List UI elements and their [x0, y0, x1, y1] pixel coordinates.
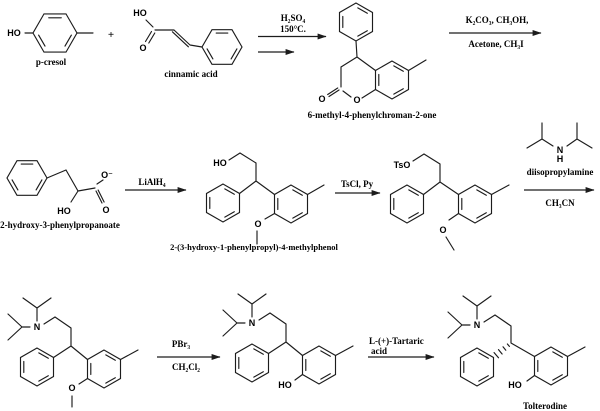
- atom-label-o: O: [439, 225, 446, 235]
- reagent-diisopropylamine-label: diisopropylamine: [527, 167, 594, 177]
- compound-p-cresol: HO p-cresol: [7, 13, 94, 67]
- benzene-ring: [32, 13, 78, 53]
- stereo-hash-bond: [493, 343, 510, 359]
- compound-chromanone: O O 6-methyl-4-phenylchroman-2-one: [308, 2, 437, 120]
- phenyl-ring: [234, 343, 270, 383]
- compound-tosylate: TsO O: [389, 153, 510, 251]
- aryl-ring: [301, 345, 337, 385]
- bonds: [526, 122, 593, 149]
- atom-label-ho: HO: [278, 380, 292, 390]
- atom-label-ho: HO: [7, 28, 21, 38]
- aryl-ring: [533, 346, 569, 386]
- step3-arrow: LiAlH₄: [125, 177, 187, 193]
- atom-label-h: H: [557, 154, 564, 164]
- phenyl-ring: [205, 183, 241, 223]
- reagent-ch3cn: CH₃CN: [545, 198, 575, 208]
- atom-label-ho: HO: [213, 158, 227, 168]
- atom-label-o-minus: O⁻: [101, 170, 113, 180]
- atom-label-o: O: [254, 219, 261, 229]
- atom-label-o: O: [102, 205, 109, 215]
- bonds: [46, 169, 105, 204]
- step2-arrow: K₂CO₃, CH₃OH, Acetone, CH₃I: [449, 15, 542, 49]
- plus-sign: +: [108, 29, 114, 41]
- reagent-ch2cl2: CH₂Cl₂: [172, 362, 200, 372]
- atom-label-n: N: [34, 322, 41, 332]
- atom-label-ho: HO: [57, 206, 71, 216]
- atom-label-o: O: [139, 43, 146, 53]
- compound-label-p-cresol: p-cresol: [36, 57, 67, 67]
- compound-label-phenol-product: 2-(3-hydroxy-1-phenylpropyl)-4-methylphe…: [170, 242, 338, 252]
- aryl-ring: [273, 184, 309, 224]
- step7-arrow: L-(+)-Tartaric acid: [368, 336, 435, 360]
- step5-arrow: diisopropylamine CH₃CN: [524, 167, 595, 208]
- bonds: [228, 152, 325, 245]
- reagent-k2co3: K₂CO₃, CH₃OH,: [466, 15, 529, 25]
- compound-phenol-product: HO O 2-(3-hydroxy-1-phenylpropyl)-4-meth…: [170, 152, 339, 252]
- benzene-ring: [201, 29, 243, 65]
- bonds: [327, 40, 427, 99]
- compound-cinnamic-acid: HO O cinnamic acid: [133, 8, 243, 79]
- reagent-tscl-py: TsCl, Py: [341, 179, 374, 189]
- benzo-ring: [374, 60, 410, 100]
- step4-arrow: TsCl, Py: [335, 179, 381, 196]
- reagent-h2so4: H₂SO₄: [281, 13, 306, 23]
- compound-label-cinnamic-acid: cinnamic acid: [164, 69, 217, 79]
- reagent-150c: 150°C.: [280, 24, 306, 34]
- bonds: [7, 297, 139, 408]
- atom-label-n: N: [557, 145, 564, 155]
- reagent-acid: acid: [371, 346, 387, 356]
- atom-label-ho: HO: [508, 380, 522, 390]
- compound-label-propanoate: 2-hydroxy-3-phenylpropanoate: [0, 220, 120, 230]
- reagent-acetone: Acetone, CH₃I: [468, 39, 524, 49]
- compound-tolterodine: N HO Tolterodine: [447, 295, 586, 411]
- step1-arrow: H₂SO₄ 150°C.: [258, 13, 327, 55]
- phenyl-ring: [338, 2, 374, 42]
- compound-racemic-phenol-amine: N HO: [222, 293, 354, 390]
- atom-label-ho: HO: [133, 8, 147, 18]
- phenyl-ring: [389, 184, 425, 224]
- compound-label-chromanone: 6-methyl-4-phenylchroman-2-one: [308, 110, 437, 120]
- atom-label-o-exo: O: [318, 94, 325, 104]
- bonds: [412, 153, 510, 251]
- compound-propanoate: O⁻ O HO 2-hydroxy-3-phenylpropanoate: [0, 160, 120, 230]
- bonds: [447, 295, 586, 382]
- atom-label-o: O: [68, 383, 75, 393]
- reagent-diisopropylamine-structure: N H: [526, 122, 593, 164]
- reagent-pbr3: PBr₃: [172, 339, 190, 349]
- atom-label-tso: TsO: [394, 160, 411, 170]
- aryl-ring: [86, 349, 122, 389]
- benzene-ring: [6, 160, 48, 196]
- atom-label-n: N: [249, 318, 256, 328]
- phenyl-ring: [459, 347, 495, 387]
- atom-label-o-ring: O: [353, 95, 360, 105]
- reagent-lialh4: LiAlH₄: [138, 177, 166, 187]
- reagent-tartaric: L-(+)-Tartaric: [369, 336, 424, 346]
- bonds: [222, 293, 354, 381]
- bonds: [144, 19, 203, 48]
- compound-methoxy-amine: N O: [7, 297, 139, 408]
- compound-label-tolterodine: Tolterodine: [523, 401, 567, 411]
- atom-label-n: N: [474, 320, 481, 330]
- aryl-ring: [457, 184, 493, 224]
- phenyl-ring: [19, 347, 55, 387]
- step6-arrow: PBr₃ CH₂Cl₂: [157, 339, 221, 372]
